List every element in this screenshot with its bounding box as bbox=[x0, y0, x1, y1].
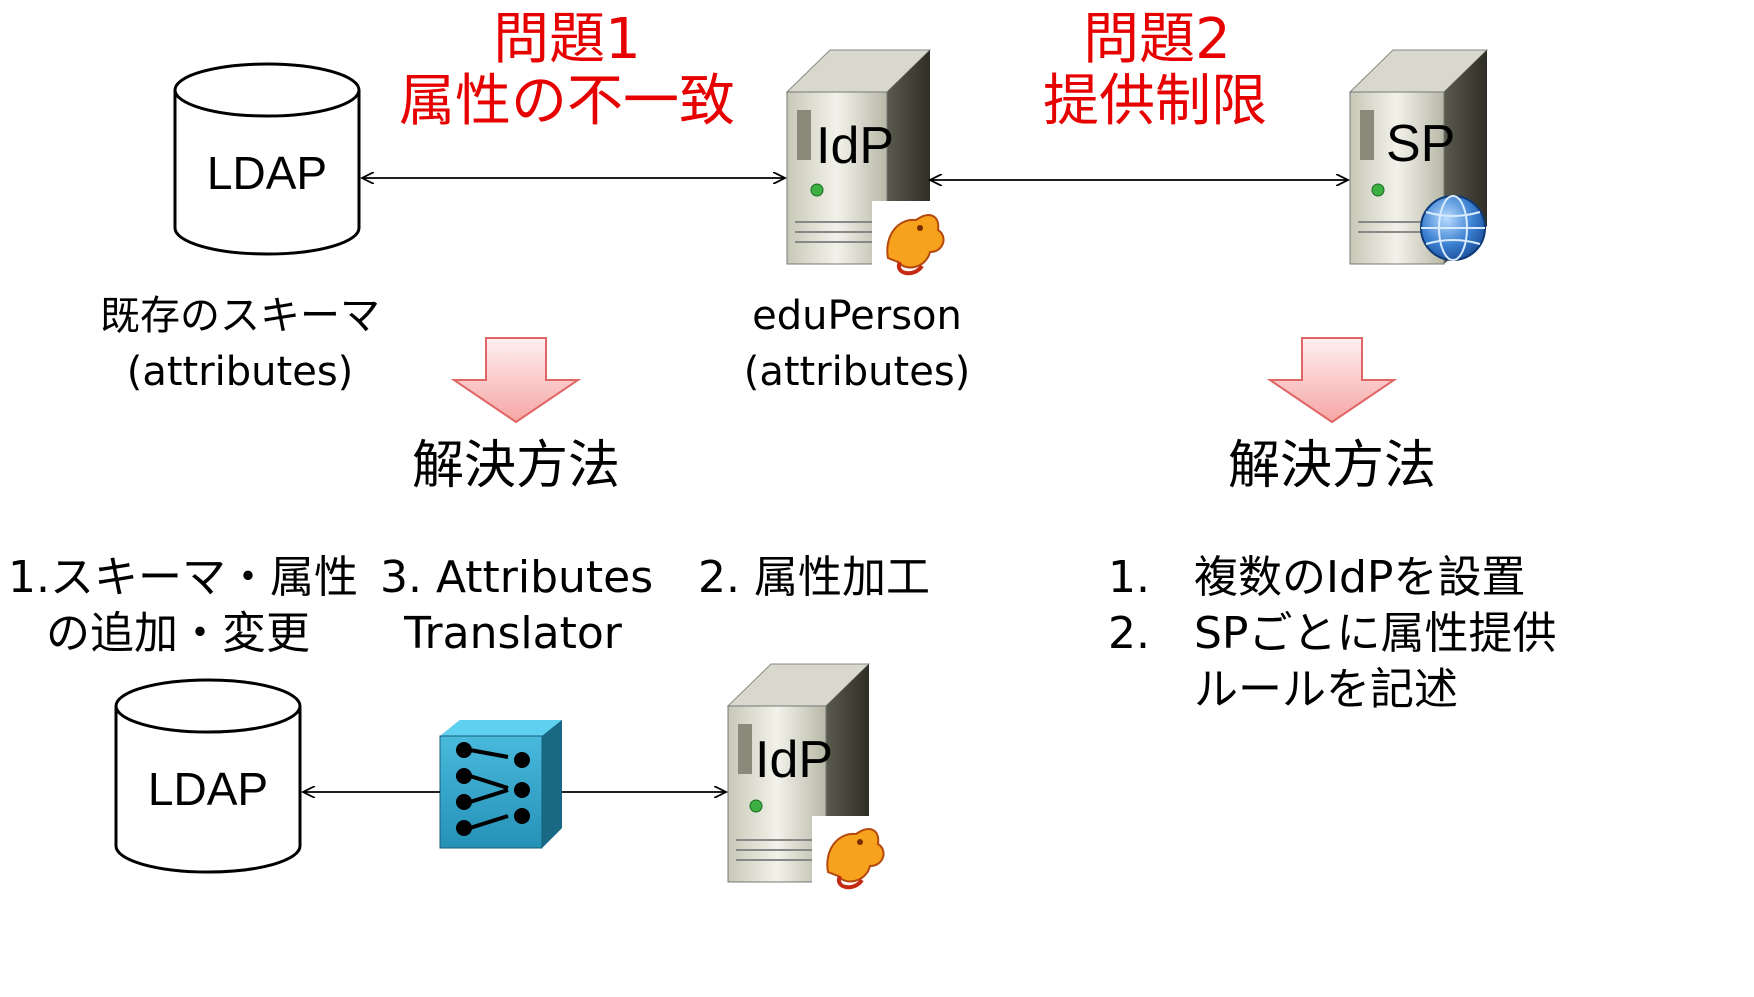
right-solution-1-text: 複数のIdPを設置 bbox=[1194, 552, 1526, 603]
problem-1-subtitle: 属性の不一致 bbox=[399, 69, 735, 134]
idp-bottom-label: IdP bbox=[755, 731, 834, 789]
idp-top-label: IdP bbox=[816, 117, 895, 175]
down-arrow-icon-right bbox=[1266, 337, 1398, 424]
left-solution-2: 2. 属性加工 bbox=[698, 552, 930, 603]
ldap-schema-label: 既存のスキーマ bbox=[100, 293, 380, 339]
left-solution-3-line2: Translator bbox=[404, 608, 622, 659]
sp-globe-icon bbox=[1420, 195, 1486, 261]
left-solution-3-line1: 3. Attributes bbox=[380, 552, 654, 603]
right-solution-2-number: 2. bbox=[1108, 608, 1150, 659]
ldap-bottom-database-icon bbox=[114, 678, 302, 874]
solution-heading-left: 解決方法 bbox=[411, 436, 620, 496]
problem-2-subtitle: 提供制限 bbox=[1043, 69, 1267, 134]
left-solution-1-line2: の追加・変更 bbox=[46, 608, 310, 659]
ldap-bottom-label: LDAP bbox=[147, 763, 269, 815]
sp-label: SP bbox=[1386, 115, 1456, 173]
left-solution-1-line1: 1.スキーマ・属性 bbox=[8, 552, 358, 603]
right-solution-2-text: SPごとに属性提供 bbox=[1194, 608, 1557, 659]
right-solution-1-number: 1. bbox=[1108, 552, 1150, 603]
idp-bottom-shibboleth-logo-icon bbox=[812, 816, 892, 892]
problem-1-title: 問題1 bbox=[493, 7, 641, 72]
ldap-schema-attributes: (attributes) bbox=[126, 349, 354, 395]
idp-top-shibboleth-logo-icon bbox=[872, 201, 952, 277]
problem-2-title: 問題2 bbox=[1083, 7, 1231, 72]
down-arrow-icon-left bbox=[450, 337, 582, 424]
idp-schema-attributes: (attributes) bbox=[743, 349, 971, 395]
idp-schema-label: eduPerson bbox=[752, 293, 962, 339]
ldap-top-label: LDAP bbox=[206, 147, 328, 199]
ldap-top-database-icon bbox=[173, 62, 361, 256]
right-solution-2-text-cont: ルールを記述 bbox=[1194, 664, 1458, 715]
translator-icon bbox=[439, 720, 562, 849]
solution-heading-right: 解決方法 bbox=[1227, 436, 1436, 496]
